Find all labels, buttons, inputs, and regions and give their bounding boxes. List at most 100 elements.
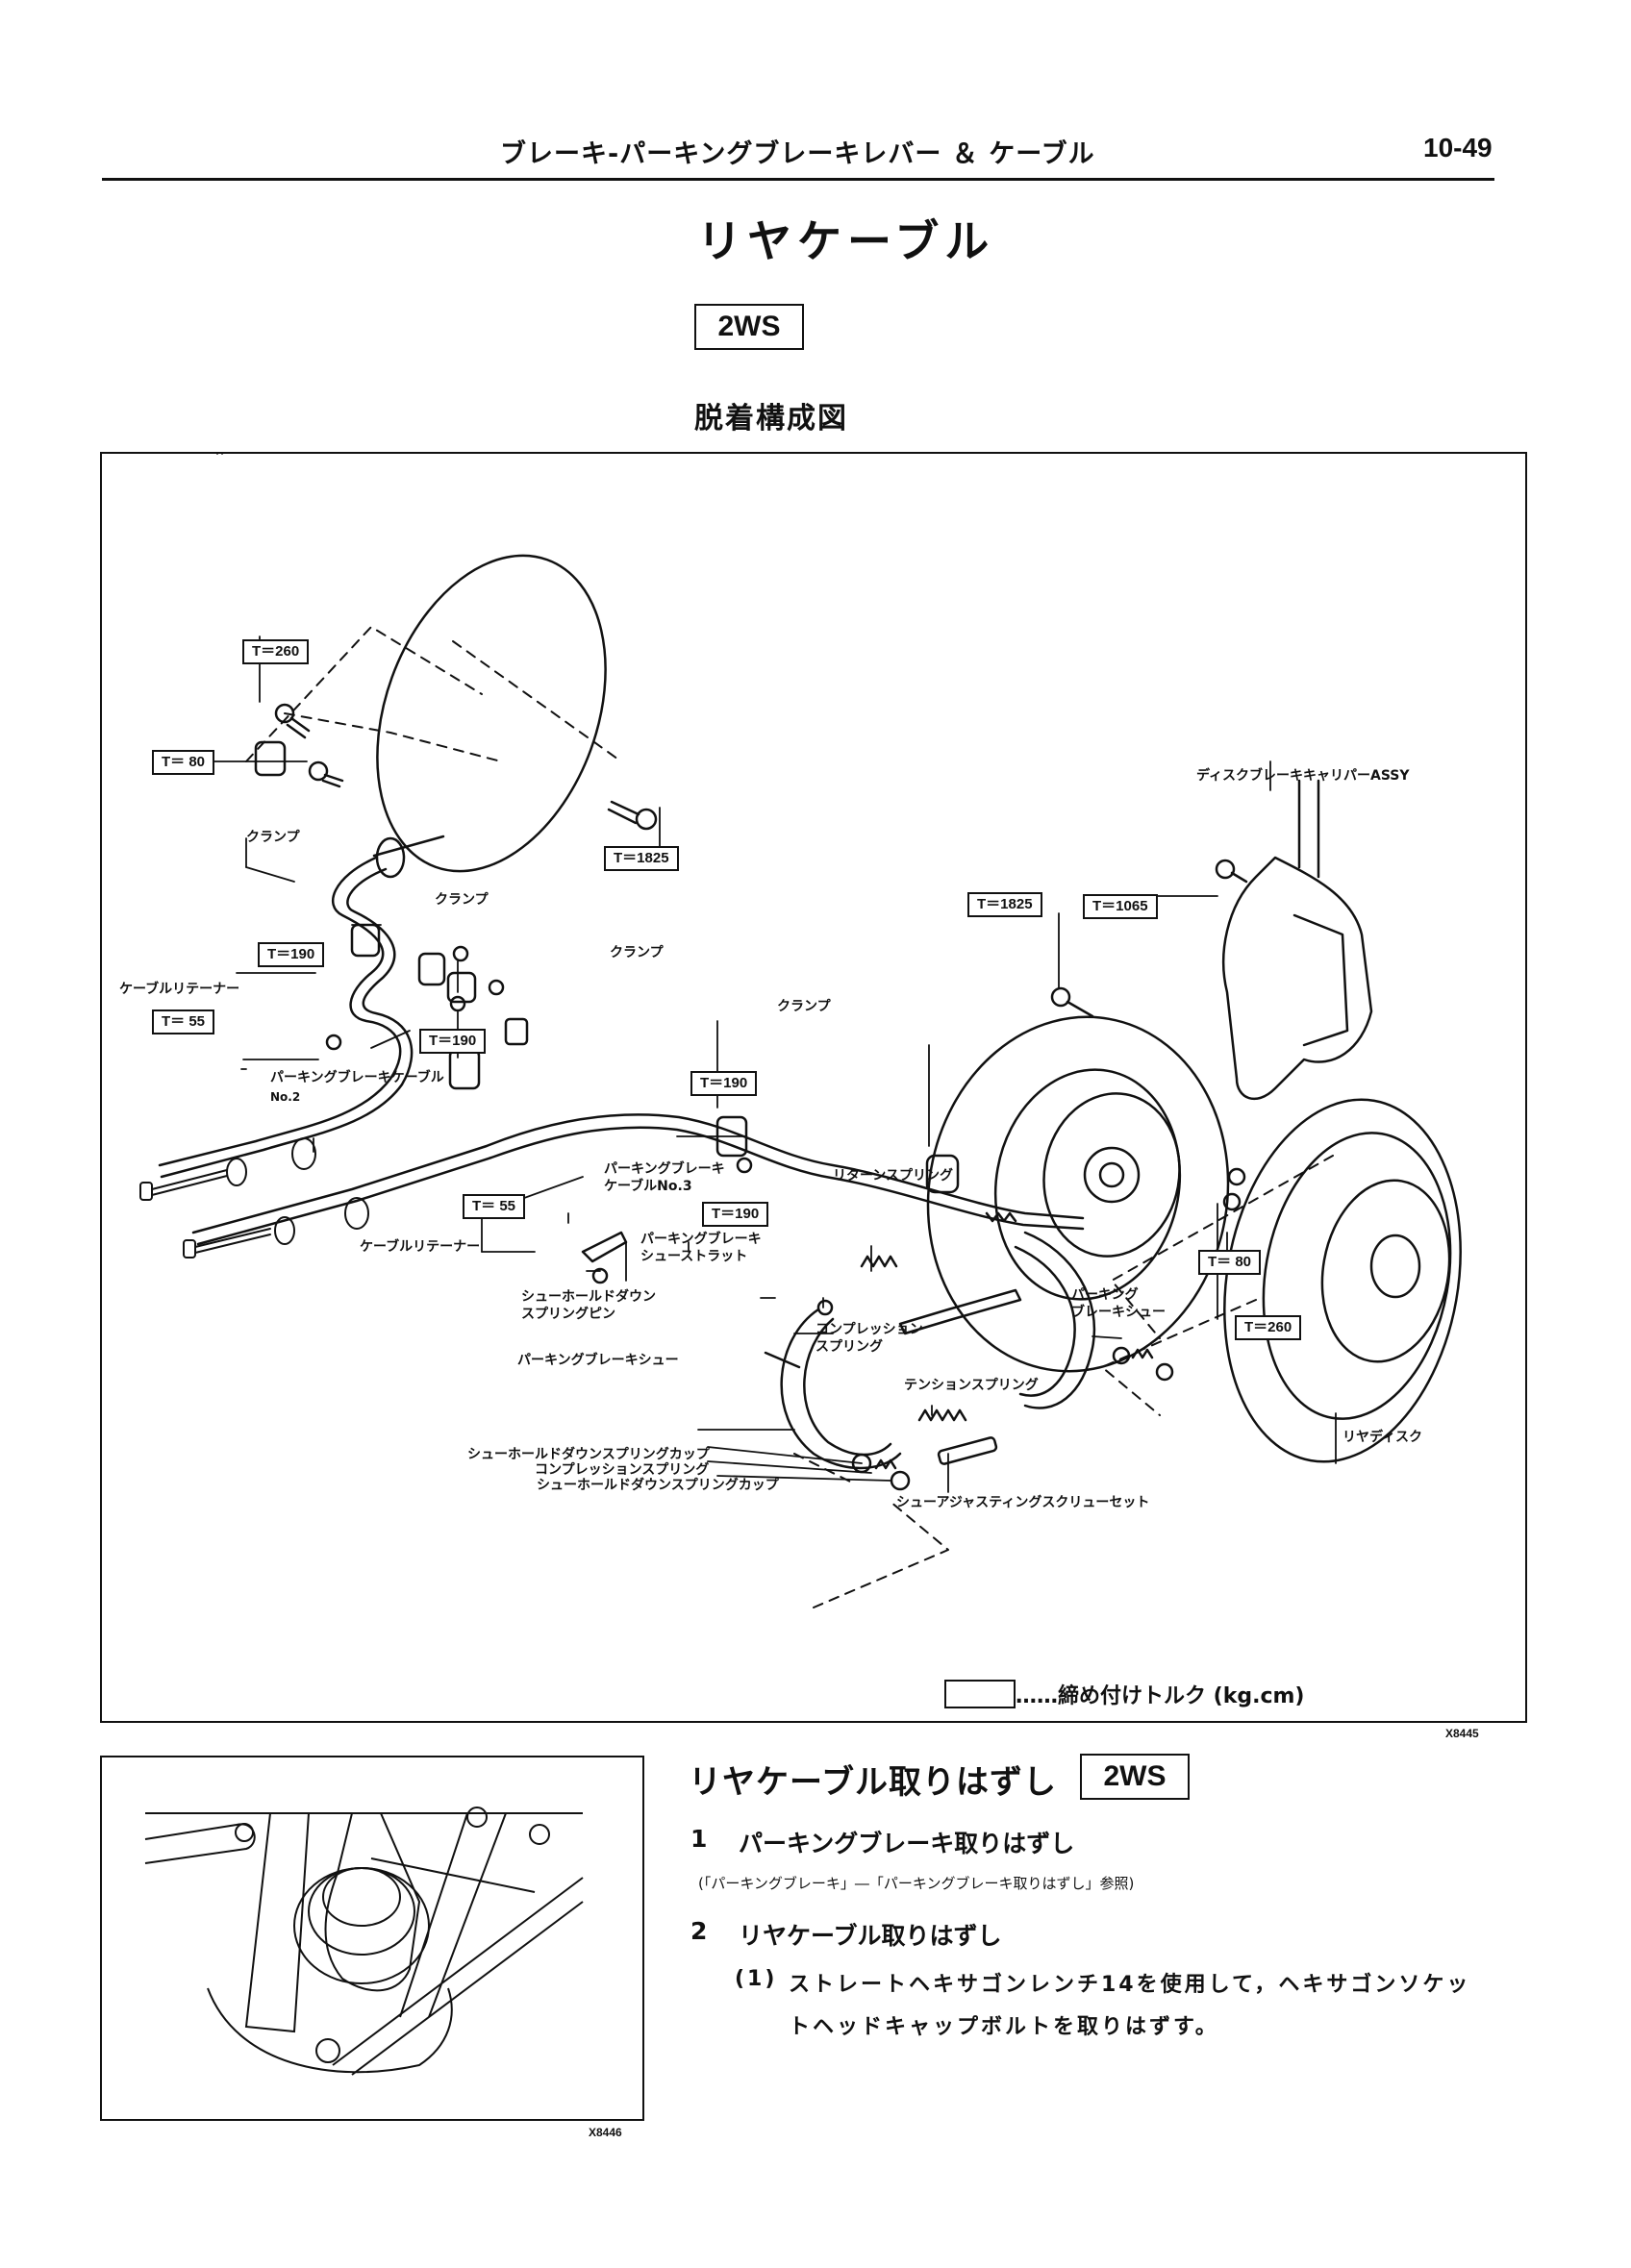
torque-label: T＝190 [702, 1202, 769, 1227]
bolt-icon [1050, 986, 1094, 1018]
part-label-rear-disc: リヤディスク [1342, 1430, 1423, 1445]
cable-thread-end [139, 1137, 369, 1259]
assembly-lines [245, 626, 1334, 1608]
part-label-hold-down-cup-2: シューホールドダウンスプリングカップ [537, 1478, 779, 1493]
photo-figure-id: X8446 [589, 2126, 622, 2139]
bolt-icon [1215, 859, 1248, 884]
spring-cup-icon [1112, 1346, 1131, 1365]
page-number: 10-49 [1423, 133, 1493, 162]
bolt-icon [816, 1299, 834, 1316]
hub-icon [1083, 1146, 1141, 1204]
return-spring-icon [985, 1211, 1017, 1223]
torque-label: T＝ 80 [152, 750, 215, 775]
bolt-icon [591, 1267, 609, 1284]
step-2-title: リヤケーブル取りはずし [739, 1922, 1002, 1950]
torque-label: T＝1825 [604, 846, 679, 871]
clamp-icon [448, 1048, 481, 1090]
brake-backing-plate [376, 554, 607, 873]
header-title: ブレーキ-パーキングブレーキレバー ＆ ケーブル [500, 139, 1095, 169]
compression-spring-icon [874, 1458, 897, 1470]
bolt-icon [488, 979, 505, 996]
header-rule [102, 178, 1494, 181]
bolt-icon [325, 1034, 342, 1051]
variant-badge: 2WS [694, 304, 804, 350]
substep-number: (1) [735, 1967, 778, 1991]
leader-lines [188, 454, 1337, 1493]
torque-label: T＝190 [690, 1071, 758, 1096]
exploded-diagram: T＝260 T＝ 80 T＝1825 T＝190 T＝ 55 T＝190 T＝1… [100, 452, 1527, 1723]
clamp-icon [417, 952, 446, 986]
step-1-note: (「パーキングブレーキ」―「パーキングブレーキ取りはずし」参照) [698, 1875, 1135, 1892]
part-label-pb-shoe-right: パーキング [1071, 1287, 1139, 1303]
part-label-clamp: クランプ [610, 945, 664, 960]
parking-brake-shoe-right [1023, 1231, 1096, 1409]
shoe-strut [898, 1288, 1022, 1335]
bolt-icon [736, 1157, 753, 1174]
torque-label: T＝ 80 [1198, 1250, 1262, 1275]
clamp-icon [446, 971, 477, 1004]
disc-brake-dust-cover [926, 1015, 1230, 1373]
hold-down-pin-icon [764, 1351, 801, 1369]
diagram-title: 脱着構成図 [694, 402, 848, 436]
bolt-icon [308, 760, 344, 788]
part-label-clamp: クランプ [435, 892, 489, 908]
part-label-pb-cable-no3: パーキングブレーキ [604, 1161, 725, 1177]
part-label-tension-spring: テンションスプリング [904, 1378, 1039, 1393]
torque-label: T＝190 [258, 942, 325, 967]
torque-label: T＝260 [1235, 1315, 1302, 1340]
step-1-number: 1 [690, 1825, 708, 1853]
figure-id: X8445 [1445, 1727, 1479, 1740]
part-label-hold-down-pin-line2: スプリングピン [521, 1307, 615, 1322]
part-label-compression-spring-line2: スプリング [816, 1339, 883, 1355]
adjusting-screw-icon [937, 1436, 998, 1465]
section-badge: 2WS [1080, 1754, 1190, 1800]
parking-brake-shoe-left [780, 1308, 902, 1470]
removal-illustration [100, 1756, 644, 2121]
bolt-icon [449, 995, 466, 1012]
spring-cup-icon [890, 1470, 911, 1491]
cable-retainer-icon [581, 1231, 628, 1263]
part-label-hold-down-pin: シューホールドダウン [521, 1289, 656, 1305]
parking-brake-cable-no2 [158, 856, 402, 1167]
torque-label: T＝ 55 [463, 1194, 526, 1219]
cable-thread [372, 835, 445, 858]
torque-label: T＝ 55 [152, 1009, 215, 1034]
part-label-pb-shoe: パーキングブレーキシュー [517, 1353, 679, 1368]
torque-label: T＝1065 [1083, 894, 1158, 919]
part-label-clamp: クランプ [246, 830, 300, 845]
return-spring-icon [860, 1255, 898, 1268]
bolt-icon [1222, 1192, 1242, 1211]
part-label-pb-shoe-right-line2: ブレーキシュー [1071, 1305, 1166, 1320]
part-label-hold-down-cup: シューホールドダウンスプリングカップ [467, 1447, 710, 1462]
step-1-title: パーキングブレーキ取りはずし [739, 1830, 1075, 1857]
spring-cup-icon [1155, 1362, 1174, 1382]
substep-line-1: ストレートヘキサゴンレンチ14を使用して，ヘキサゴンソケッ [789, 1973, 1471, 1997]
bolt-icon [274, 703, 311, 739]
step-2-number: 2 [690, 1917, 708, 1945]
part-label-return-spring: リターンスプリング [833, 1168, 954, 1184]
clamp-icon [254, 740, 287, 777]
part-label-cable-retainer: ケーブルリテーナー [360, 1239, 481, 1255]
part-label-pb-cable-no3-line2: ケーブルNo.3 [604, 1179, 692, 1194]
page-title: リヤケーブル [697, 215, 995, 267]
bolt-icon [452, 945, 469, 962]
bolt-icon [1227, 1167, 1246, 1186]
part-label-compression-spring-2: コンプレッションスプリング [535, 1462, 710, 1478]
part-label-adjusting-screw: シューアジャスティングスクリューセット [896, 1495, 1150, 1510]
part-label-caliper: ディスクブレーキキャリパーASSY [1196, 768, 1410, 784]
legend-torque-box [944, 1680, 1016, 1708]
section-title: リヤケーブル取りはずし [689, 1763, 1057, 1802]
suspension-drawing [144, 1807, 584, 2076]
torque-label: T＝260 [242, 639, 310, 664]
part-label-shoe-strut: パーキングブレーキ [640, 1232, 762, 1247]
part-label-pb-cable-no2: パーキングブレーキケーブル [270, 1070, 444, 1085]
compression-spring-icon [1131, 1348, 1154, 1359]
substep-line-2: トヘッドキャップボルトを取りはずす。 [789, 2015, 1219, 2039]
torque-label: T＝190 [419, 1029, 487, 1054]
legend-text: ……締め付けトルク (kg.cm) [1016, 1684, 1305, 1708]
disc-brake-caliper [1222, 856, 1373, 1100]
part-label-cable-retainer: ケーブルリテーナー [119, 982, 240, 997]
part-label-clamp: クランプ [777, 999, 831, 1014]
diagram-drawing [139, 454, 1462, 1608]
clamp-icon [925, 1154, 960, 1194]
